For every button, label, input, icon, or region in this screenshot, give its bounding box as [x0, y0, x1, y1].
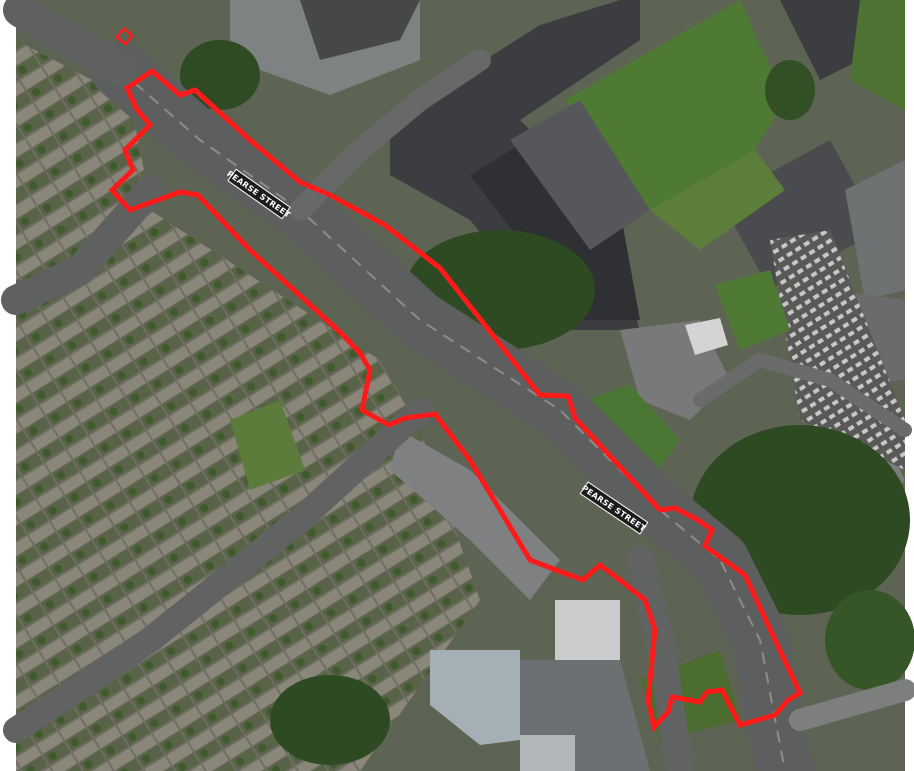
- trees-river: [765, 60, 815, 120]
- building-east: [845, 160, 905, 300]
- site-boundary: [108, 26, 804, 733]
- school-building-annex: [470, 120, 640, 320]
- grass-patch-3: [230, 400, 305, 490]
- building-warehouse: [430, 650, 520, 745]
- playing-field: [565, 0, 785, 210]
- building-terrace: [390, 430, 560, 600]
- road-west: [1, 175, 165, 315]
- road-north-carpark: [289, 49, 491, 221]
- grass-strip: [650, 150, 785, 250]
- sports-court: [510, 100, 650, 250]
- grass-patch-2: [715, 270, 790, 350]
- road-south: [626, 546, 694, 771]
- grass-patch: [585, 385, 680, 480]
- road-southwest: [3, 397, 433, 743]
- street-label-2-bg: [579, 481, 649, 535]
- road-northwest: [3, 0, 137, 87]
- trees-south: [270, 675, 390, 765]
- street-label-1-bg: [227, 168, 291, 220]
- road-southeast: [789, 679, 914, 731]
- site-boundary-outline: [108, 67, 804, 733]
- building-south-roof: [555, 600, 620, 660]
- trees-southeast: [825, 590, 914, 690]
- building-north-dark: [300, 0, 420, 60]
- building-northeast: [780, 0, 860, 80]
- pearse-street-centerline: [119, 69, 786, 771]
- building-small: [685, 318, 728, 355]
- site-boundary-marker: [114, 26, 135, 47]
- grass-northeast: [850, 0, 905, 110]
- sports-court-2: [720, 140, 880, 290]
- road-east-lane: [693, 353, 912, 437]
- building-south-light: [520, 735, 575, 771]
- residential-southwest: [16, 210, 480, 771]
